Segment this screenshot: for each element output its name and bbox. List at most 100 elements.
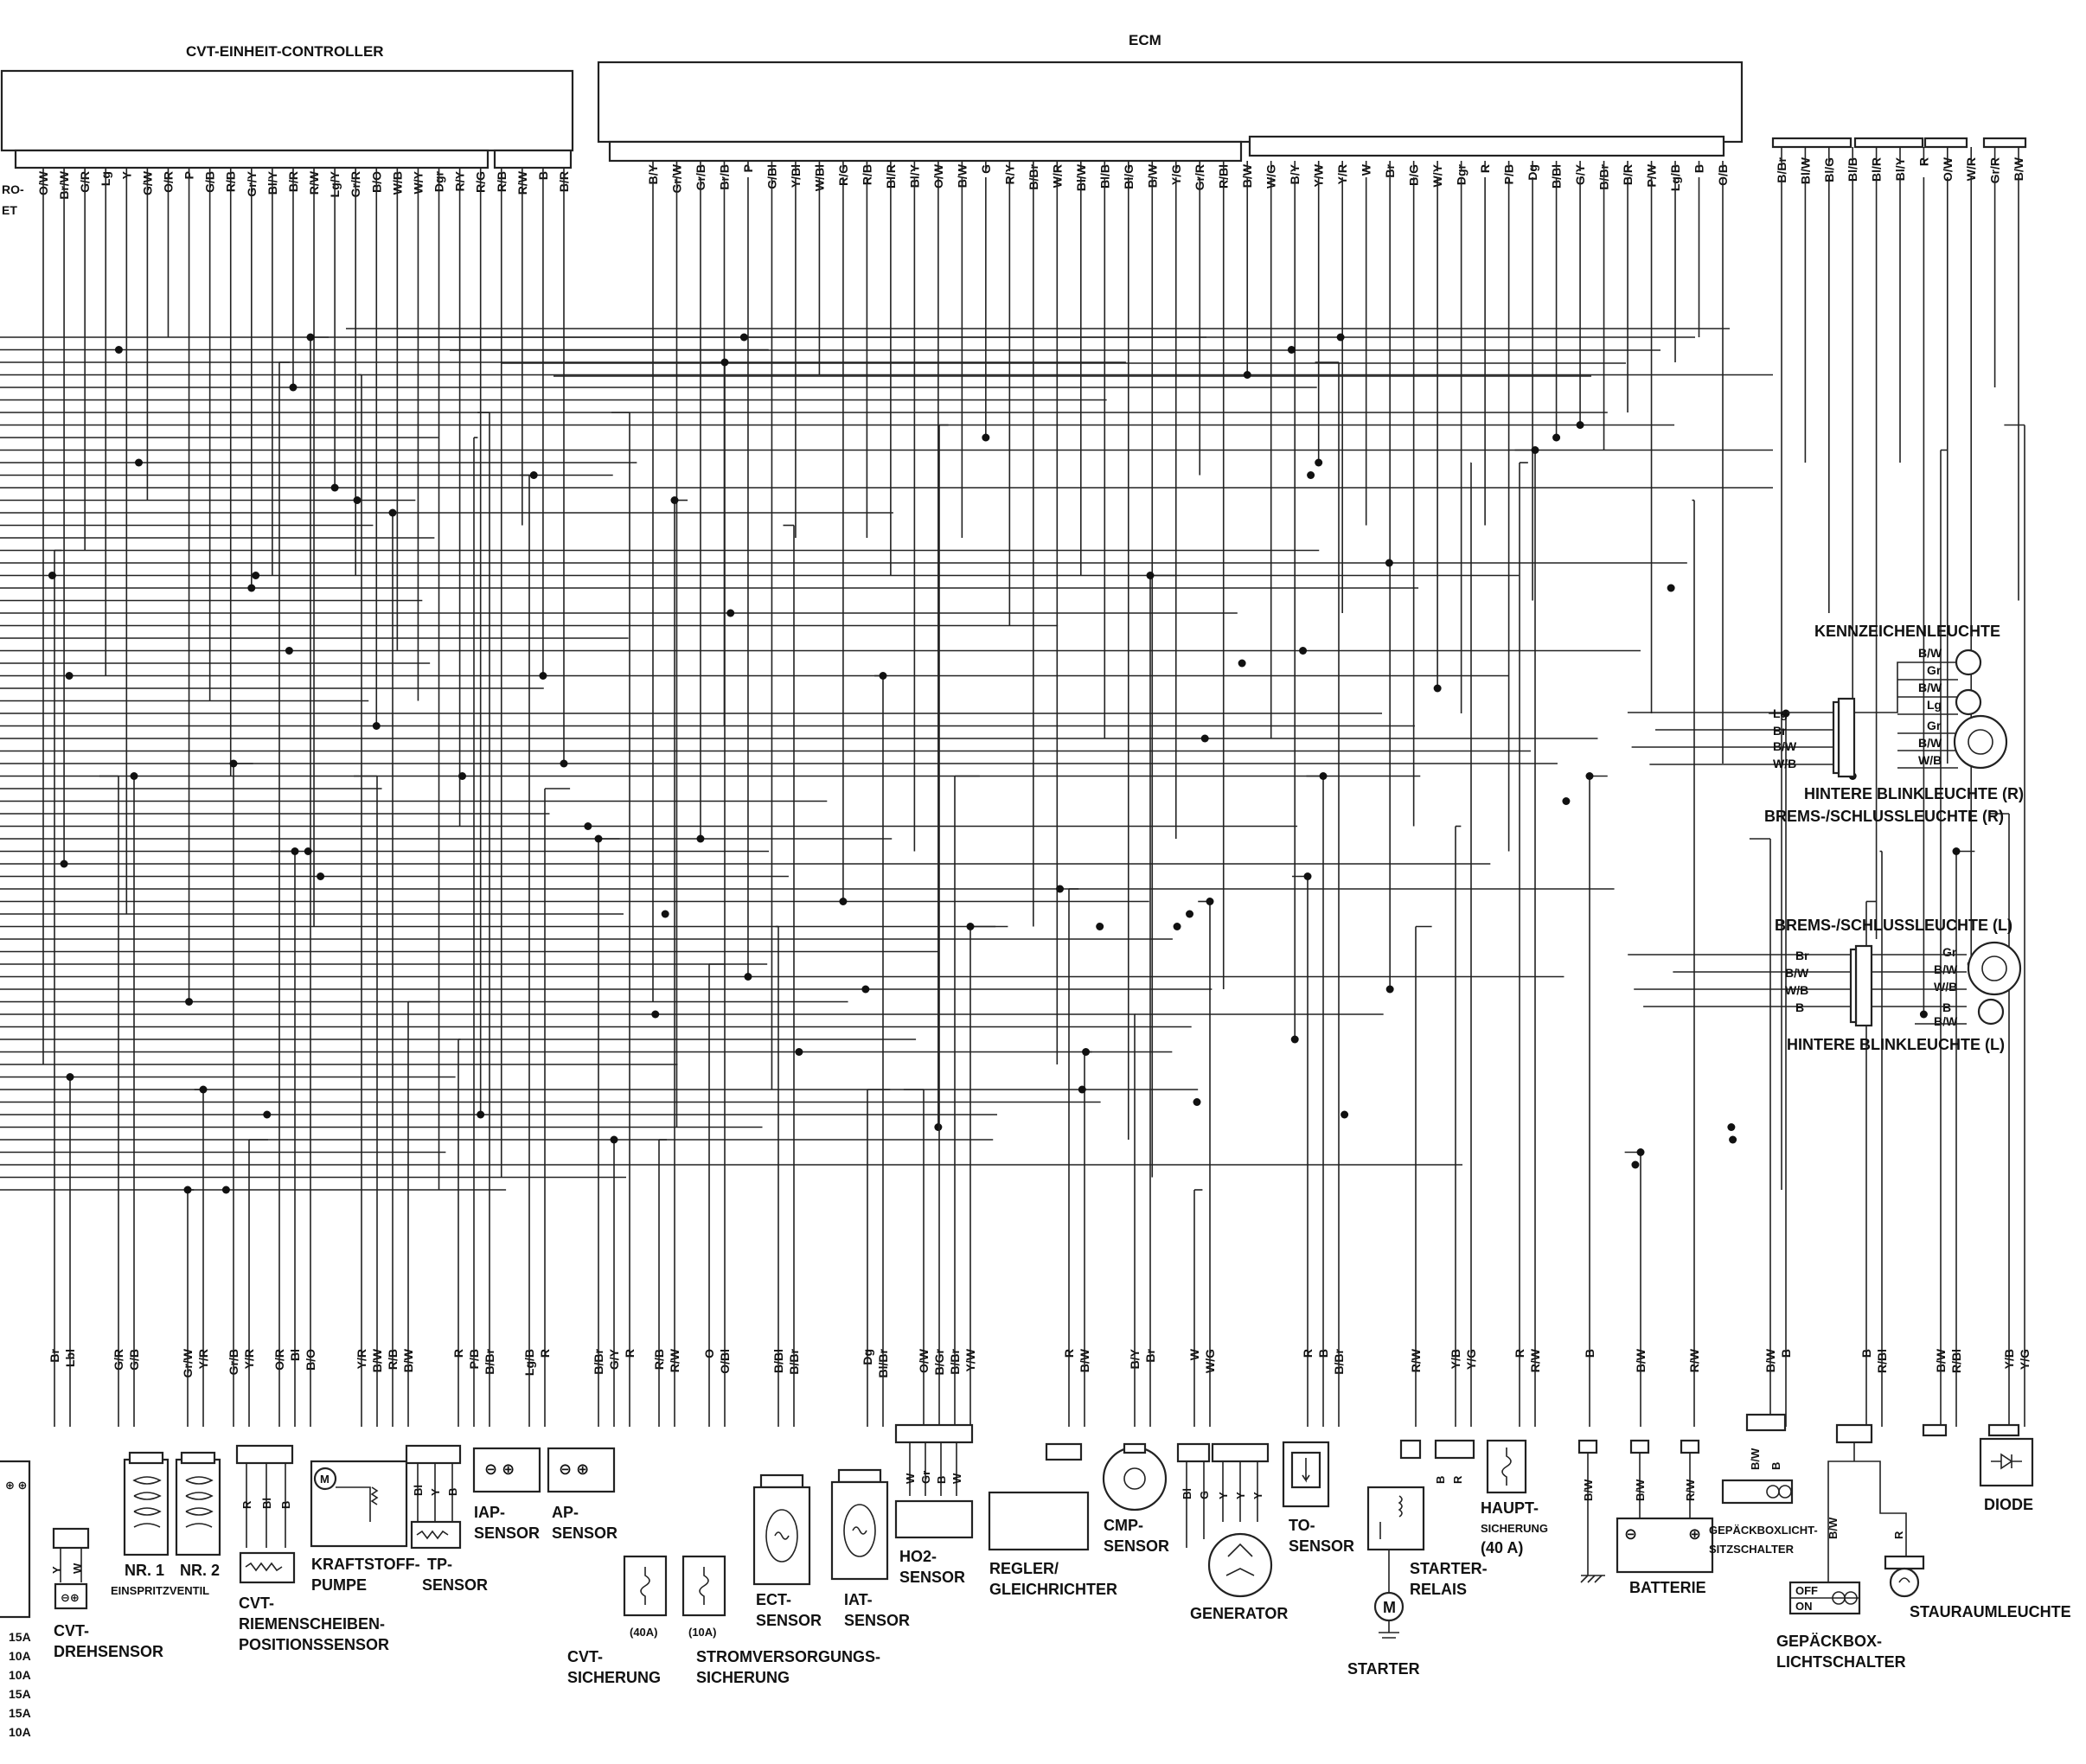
left-clip-label-2: ET <box>2 203 17 217</box>
starter-motor: M STARTER <box>1347 1550 1420 1678</box>
cvt-controller-block <box>0 69 574 169</box>
right-connector-block <box>1771 137 2027 149</box>
cvt-drehsensor-label-2: DREHSENSOR <box>54 1643 163 1660</box>
wire-code: W <box>1187 1348 1201 1360</box>
svg-text:W/B: W/B <box>1918 753 1942 767</box>
svg-text:Y: Y <box>429 1488 442 1496</box>
svg-text:R/W: R/W <box>1684 1479 1697 1501</box>
wire-code: G/Bl <box>765 164 778 189</box>
sitzschalter-label-2: SITZSCHALTER <box>1709 1543 1795 1556</box>
svg-text:Y: Y <box>1217 1492 1230 1499</box>
svg-text:B/W: B/W <box>1827 1517 1840 1539</box>
wire-code: B/G <box>1407 164 1421 186</box>
svg-text:B: B <box>1942 1000 1951 1014</box>
wire-code: R/B <box>860 164 873 185</box>
ap-label-1: AP- <box>552 1504 579 1521</box>
kennzeichen-cluster: KENNZEICHENLEUCHTE Lg Br B/W W/B B/W Gr … <box>1764 623 2024 825</box>
svg-text:OFF: OFF <box>1795 1584 1818 1597</box>
cvt-sicherung-label-1: CVT- <box>567 1648 603 1665</box>
svg-text:Gr: Gr <box>919 1471 932 1484</box>
cmp-sensor: CMP- SENSOR <box>1102 1442 1169 1555</box>
wire-code: Bl/G <box>1122 164 1136 189</box>
wire-code: B <box>1583 1349 1596 1358</box>
ho2-label-1: HO2- <box>899 1548 937 1565</box>
svg-text:B: B <box>1795 1000 1804 1014</box>
strom-sicherung-label-1: STROMVERSORGUNGS- <box>696 1648 880 1665</box>
svg-text:W: W <box>71 1563 84 1574</box>
svg-text:Lg: Lg <box>1927 698 1942 712</box>
bremsleuchte-r-label: BREMS-/SCHLUSSLEUCHTE (R) <box>1764 808 2004 825</box>
iap-label-1: IAP- <box>474 1504 505 1521</box>
wire-code: Bl/B <box>1097 164 1111 189</box>
fuse-rating-1: 15A <box>9 1630 31 1644</box>
wire-code: R/Y <box>1002 163 1016 184</box>
generator: Bl G Y Y Y GENERATOR <box>1176 1442 1288 1622</box>
to-label-2: SENSOR <box>1289 1537 1354 1555</box>
iap-label-2: SENSOR <box>474 1524 540 1542</box>
fuse-ratings: 15A 10A 10A 15A 15A 10A <box>9 1630 31 1739</box>
svg-text:⊖: ⊖ <box>1624 1525 1637 1543</box>
fuse-rating-2: 10A <box>9 1649 31 1663</box>
batterie-label: BATTERIE <box>1629 1579 1706 1596</box>
wire-code: Br <box>48 1348 61 1362</box>
haupt-label-3: (40 A) <box>1481 1539 1523 1556</box>
svg-text:Bl: Bl <box>412 1485 425 1496</box>
wire-code: Bl/R <box>1870 157 1884 182</box>
ect-label-1: ECT- <box>756 1591 791 1608</box>
svg-text:Gr: Gr <box>1927 663 1942 677</box>
tp-sensor: Bl Y B TP- SENSOR <box>405 1444 488 1594</box>
wire-code: B <box>1859 1349 1873 1358</box>
svg-text:M: M <box>320 1473 330 1486</box>
fuse-box: ⊕ ⊕ <box>0 1460 31 1619</box>
einspritzventil-label-2: NR. 2 <box>180 1562 220 1579</box>
to-label-1: TO- <box>1289 1517 1315 1534</box>
wire-code: W/R <box>1964 157 1978 181</box>
svg-text:Bl: Bl <box>260 1498 273 1509</box>
diode-label: DIODE <box>1984 1496 2033 1513</box>
tp-label-2: SENSOR <box>422 1576 488 1594</box>
einspritzventil-label-3: EINSPRITZVENTIL <box>111 1584 209 1597</box>
wire-code: B/Br <box>1597 163 1611 189</box>
ect-label-2: SENSOR <box>756 1612 822 1629</box>
wire-code: B <box>1779 1349 1793 1358</box>
lichtschalter-label-2: LICHTSCHALTER <box>1776 1653 1906 1671</box>
cvt-positionssensor: R Bl B CVT- RIEMENSCHEIBEN- POSITIONSSEN… <box>235 1444 389 1653</box>
cmp-label-1: CMP- <box>1104 1517 1143 1534</box>
iat-sensor: IAT- SENSOR <box>830 1468 910 1629</box>
cmp-label-2: SENSOR <box>1104 1537 1169 1555</box>
strom-sicherung-label-2: SICHERUNG <box>696 1669 790 1686</box>
starter-label: STARTER <box>1347 1660 1420 1678</box>
wire-code: Dgr <box>1455 163 1469 185</box>
ho2-label-2: SENSOR <box>899 1569 965 1586</box>
regler-label-1: REGLER/ <box>989 1560 1059 1577</box>
wire-code: P/W <box>1645 163 1659 187</box>
wire-code: P/B <box>1502 164 1516 184</box>
left-clip-label-1: RO- <box>2 182 24 196</box>
gepaeckbox-lichtschalter: B/W R OFF ON GEPÄCKBOX- LICHTSCHALTER <box>1776 1423 1907 1671</box>
batterie: B/W B/W R/W ⊖ ⊕ BATTERIE <box>1577 1439 1714 1596</box>
svg-text:R: R <box>1892 1531 1905 1539</box>
svg-text:Gr: Gr <box>1942 945 1957 959</box>
cvt-pos-label-2: RIEMENSCHEIBEN- <box>239 1615 385 1633</box>
wire-code: B <box>1316 1349 1330 1358</box>
stromversorgungs-sicherung: (10A) STROMVERSORGUNGS- SICHERUNG <box>681 1555 880 1686</box>
svg-text:B/W: B/W <box>1582 1479 1595 1501</box>
wire-code: O/W <box>1941 157 1955 182</box>
svg-text:B: B <box>279 1501 292 1509</box>
diode: DIODE <box>1922 1423 2034 1513</box>
kraftstoffpumpe: M KRAFTSTOFF- PUMPE <box>310 1460 420 1594</box>
wire-code: O/W <box>931 163 945 189</box>
wire-code: R <box>623 1349 637 1358</box>
svg-text:(10A): (10A) <box>688 1626 717 1639</box>
bremsleuchte-l-cluster: BREMS-/SCHLUSSLEUCHTE (L) Br B/W W/B B G… <box>1775 917 2022 1053</box>
svg-text:B/W: B/W <box>1918 681 1942 694</box>
wire-code: O <box>702 1349 716 1358</box>
svg-text:⊖ ⊕: ⊖ ⊕ <box>559 1460 589 1478</box>
wire-code: B/W <box>2012 157 2025 181</box>
ap-label-2: SENSOR <box>552 1524 617 1542</box>
svg-text:⊕ ⊕: ⊕ ⊕ <box>5 1479 27 1492</box>
haupt-label-1: HAUPT- <box>1481 1499 1539 1517</box>
